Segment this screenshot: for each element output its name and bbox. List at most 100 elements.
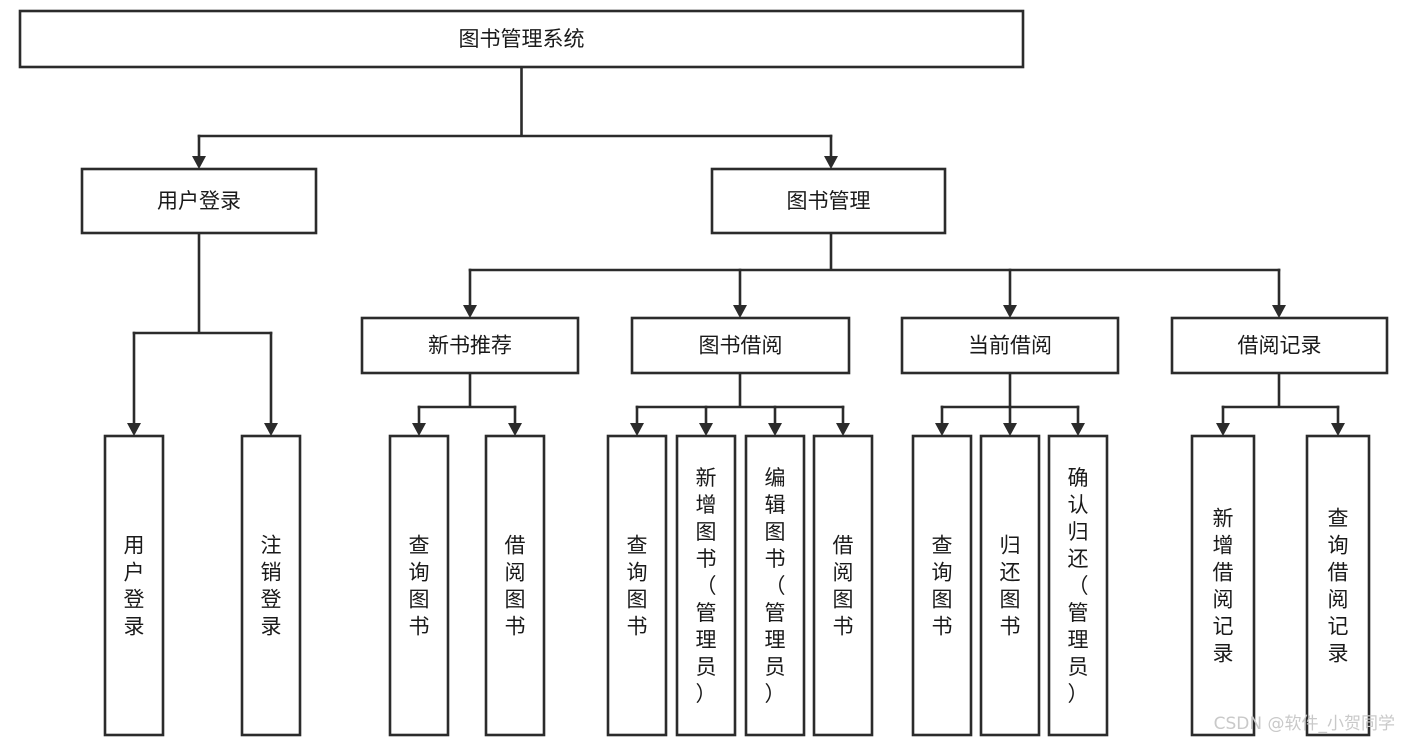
node-label: 查询图书	[627, 534, 648, 639]
node-label: 图书管理系统	[459, 27, 585, 51]
connector-line	[468, 231, 1281, 272]
arrowhead-icon	[412, 423, 426, 436]
node-box[interactable]	[710, 167, 947, 235]
node-box[interactable]	[80, 167, 318, 235]
node-label: 归还图书	[1000, 534, 1021, 639]
node-box[interactable]	[911, 434, 973, 737]
node-box[interactable]	[1047, 434, 1109, 737]
arrowhead-icon	[1272, 305, 1286, 318]
arrowhead-icon	[463, 305, 477, 318]
arrowhead-icon	[836, 423, 850, 436]
arrowhead-icon	[935, 423, 949, 436]
node-box[interactable]	[360, 316, 580, 375]
connector-line	[940, 371, 1080, 409]
edge-book-manage-l3c	[1003, 268, 1017, 318]
arrowhead-icon	[733, 305, 747, 318]
node-box[interactable]	[900, 316, 1120, 375]
edge-root-bus	[197, 65, 833, 138]
edge-record-leaf1	[1216, 405, 1230, 436]
arrowhead-icon	[630, 423, 644, 436]
node-leaf-borrow-book[interactable]: 借阅图书	[812, 434, 874, 737]
edge-root-user-login	[192, 134, 206, 169]
node-borrow-record[interactable]: 借阅记录	[1170, 316, 1389, 375]
node-box[interactable]	[1305, 434, 1371, 737]
node-label: 图书管理	[787, 189, 871, 213]
edge-recommend-leaf2	[508, 405, 522, 436]
node-label: 借阅记录	[1238, 334, 1322, 358]
node-box[interactable]	[388, 434, 450, 737]
node-leaf-add-book[interactable]: 新增图书（管理员）	[675, 434, 737, 737]
node-label: 编辑图书（管理员）	[765, 466, 786, 706]
edge-book-manage-bus	[468, 231, 1281, 272]
node-root[interactable]: 图书管理系统	[18, 9, 1025, 69]
connector-line	[417, 371, 517, 409]
node-label: 用户登录	[157, 189, 241, 213]
node-box[interactable]	[630, 316, 851, 375]
arrowhead-icon	[1331, 423, 1345, 436]
node-label: 借阅图书	[833, 534, 854, 639]
edge-recommend-leaf1	[412, 405, 426, 436]
node-leaf-borrow-book-recommend[interactable]: 借阅图书	[484, 434, 546, 737]
node-leaf-query-book-recommend[interactable]: 查询图书	[388, 434, 450, 737]
connector-line	[132, 231, 273, 335]
arrowhead-icon	[1216, 423, 1230, 436]
arrowhead-icon	[768, 423, 782, 436]
connector-line	[635, 371, 845, 409]
edge-record-leaf2	[1331, 405, 1345, 436]
node-label: 确认归还（管理员）	[1068, 466, 1089, 706]
node-leaf-query-book-current[interactable]: 查询图书	[911, 434, 973, 737]
node-leaf-confirm-return[interactable]: 确认归还（管理员）	[1047, 434, 1109, 737]
node-label: 新书推荐	[428, 334, 512, 358]
node-box[interactable]	[103, 434, 165, 737]
node-box[interactable]	[484, 434, 546, 737]
edge-current-bus	[940, 371, 1080, 409]
node-label: 图书借阅	[699, 334, 783, 358]
node-label: 注销登录	[261, 534, 282, 639]
node-leaf-return-book[interactable]: 归还图书	[979, 434, 1041, 737]
node-book-manage[interactable]: 图书管理	[710, 167, 947, 235]
node-box[interactable]	[744, 434, 806, 737]
edge-borrow-leaf2	[699, 405, 713, 436]
node-box[interactable]	[979, 434, 1041, 737]
node-leaf-query-borrow-record[interactable]: 查询借阅记录	[1305, 434, 1371, 737]
edge-current-leaf3	[1071, 405, 1085, 436]
node-box[interactable]	[675, 434, 737, 737]
arrowhead-icon	[264, 423, 278, 436]
node-leaf-add-borrow-record[interactable]: 新增借阅记录	[1190, 434, 1256, 737]
edge-borrow-leaf4	[836, 405, 850, 436]
node-box[interactable]	[812, 434, 874, 737]
edge-borrow-bus	[635, 371, 845, 409]
node-label: 当前借阅	[968, 334, 1052, 358]
edge-book-manage-l3b	[733, 268, 747, 318]
edge-current-leaf1	[935, 405, 949, 436]
node-box[interactable]	[1190, 434, 1256, 737]
node-book-borrow[interactable]: 图书借阅	[630, 316, 851, 375]
arrowhead-icon	[699, 423, 713, 436]
edge-user-login-bus	[132, 231, 273, 335]
node-box[interactable]	[18, 9, 1025, 69]
node-leaf-query-book-borrow[interactable]: 查询图书	[606, 434, 668, 737]
edge-user-login-leaf1	[127, 331, 141, 436]
node-box[interactable]	[240, 434, 302, 737]
node-leaf-user-login[interactable]: 用户登录	[103, 434, 165, 737]
edge-root-book-manage	[824, 134, 838, 169]
node-label: 借阅图书	[505, 534, 526, 639]
edge-current-leaf2	[1003, 405, 1017, 436]
nodes-layer: 图书管理系统用户登录图书管理新书推荐图书借阅当前借阅借阅记录用户登录注销登录查询…	[18, 9, 1389, 737]
node-box[interactable]	[1170, 316, 1389, 375]
node-current-borrow[interactable]: 当前借阅	[900, 316, 1120, 375]
node-leaf-logout[interactable]: 注销登录	[240, 434, 302, 737]
node-leaf-edit-book[interactable]: 编辑图书（管理员）	[744, 434, 806, 737]
node-user-login[interactable]: 用户登录	[80, 167, 318, 235]
edge-borrow-leaf1	[630, 405, 644, 436]
node-new-book-recommend[interactable]: 新书推荐	[360, 316, 580, 375]
node-box[interactable]	[606, 434, 668, 737]
arrowhead-icon	[508, 423, 522, 436]
edge-book-manage-l3d	[1272, 268, 1286, 318]
node-label: 查询借阅记录	[1328, 507, 1349, 666]
connector-line	[1221, 371, 1340, 409]
arrowhead-icon	[192, 156, 206, 169]
node-label: 查询图书	[409, 534, 430, 639]
